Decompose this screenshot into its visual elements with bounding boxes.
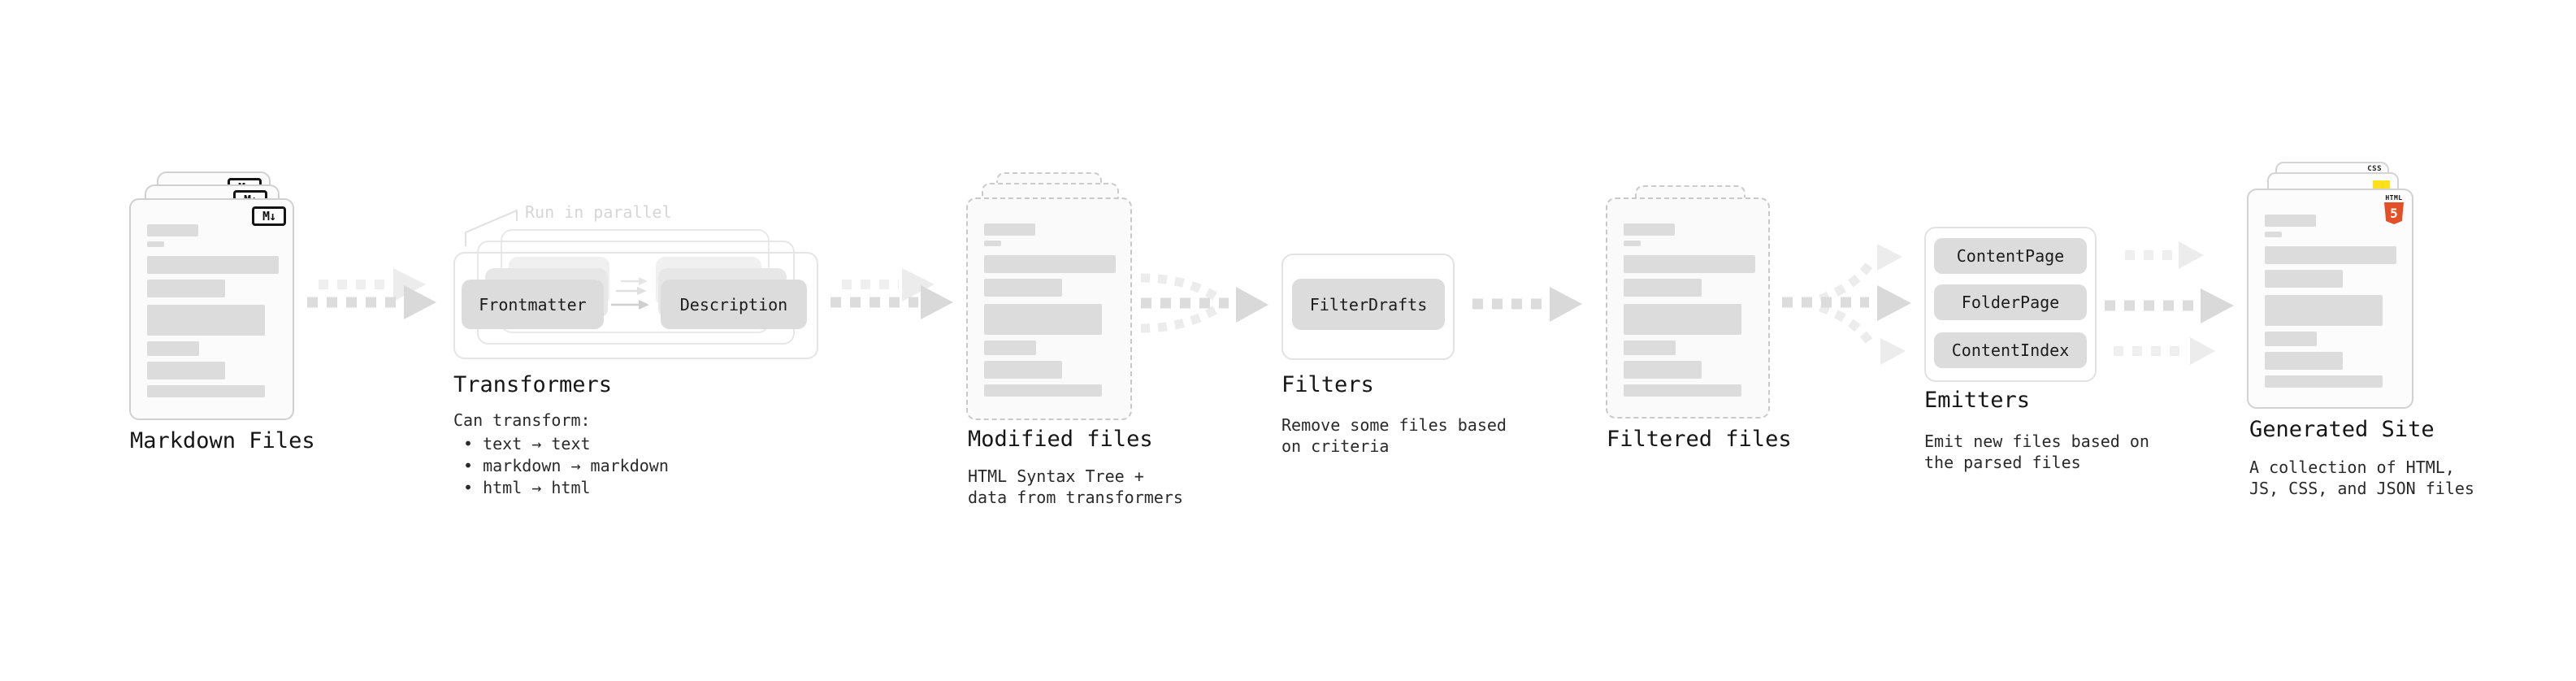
stage-title-transformers: Transformers — [453, 372, 613, 397]
stage-title-emitters: Emitters — [1924, 388, 2031, 413]
transformers-bullet: • html → html — [463, 478, 591, 497]
transformer-pill-description: Description — [661, 280, 807, 329]
stage-title-modified-files: Modified files — [968, 427, 1153, 452]
transformer-pill-frontmatter: Frontmatter — [462, 280, 604, 329]
markdown-icon: M↓ — [252, 206, 286, 226]
arrow-filtered-to-emitters-split — [1782, 244, 1911, 365]
stage-title-filters: Filters — [1281, 372, 1374, 397]
filtered-file-card-front — [1606, 197, 1770, 419]
arrows-emitters-to-generated — [2105, 241, 2234, 365]
stage-title-filtered-files: Filtered files — [1607, 427, 1792, 452]
transformers-bullet: • markdown → markdown — [463, 456, 669, 475]
emitter-pill-contentpage: ContentPage — [1934, 238, 2087, 274]
document-content-bars — [131, 200, 293, 419]
emitter-pill-folderpage: FolderPage — [1934, 284, 2087, 320]
modified-file-card-front — [966, 197, 1132, 420]
document-content-bars — [968, 199, 1130, 419]
arrow-filters-to-filtered — [1472, 287, 1582, 322]
emitters-description: Emit new files based on the parsed files — [1924, 432, 2149, 472]
arrow-markdown-to-transformers — [307, 268, 436, 319]
html5-icon-word: HTML — [2385, 194, 2403, 202]
generated-file-card-html: HTML 5 — [2247, 189, 2413, 409]
run-in-parallel-annotation: Run in parallel — [525, 202, 672, 222]
filters-container — [1281, 254, 1455, 360]
arrow-modified-to-filters-merge — [1140, 273, 1268, 333]
filters-description: Remove some files based on criteria — [1281, 415, 1507, 456]
stage-title-generated-site: Generated Site — [2249, 417, 2435, 442]
transformers-bullet: • text → text — [463, 434, 591, 453]
emitters-container — [1924, 227, 2097, 382]
filter-pill-filterdrafts: FilterDrafts — [1292, 279, 1445, 330]
html5-icon-shield: 5 — [2384, 202, 2404, 224]
generated-site-description: A collection of HTML, JS, CSS, and JSON … — [2249, 458, 2474, 498]
document-content-bars — [1607, 199, 1768, 417]
emitter-pill-contentindex: ContentIndex — [1934, 332, 2087, 368]
run-in-parallel-callout-line — [465, 209, 518, 246]
js-file-icon — [2373, 180, 2390, 191]
transformers-note: Can transform: — [453, 410, 591, 430]
arrow-transformers-to-modified — [830, 268, 953, 319]
html5-icon: HTML 5 — [2384, 194, 2404, 224]
modified-files-description: HTML Syntax Tree + data from transformer… — [968, 466, 1183, 507]
transformer-container-front — [453, 252, 818, 359]
stage-title-markdown-files: Markdown Files — [130, 428, 315, 453]
document-content-bars — [2249, 190, 2412, 407]
markdown-file-card-front: M↓ — [129, 198, 294, 420]
transformer-parallel-arrows — [611, 277, 649, 310]
